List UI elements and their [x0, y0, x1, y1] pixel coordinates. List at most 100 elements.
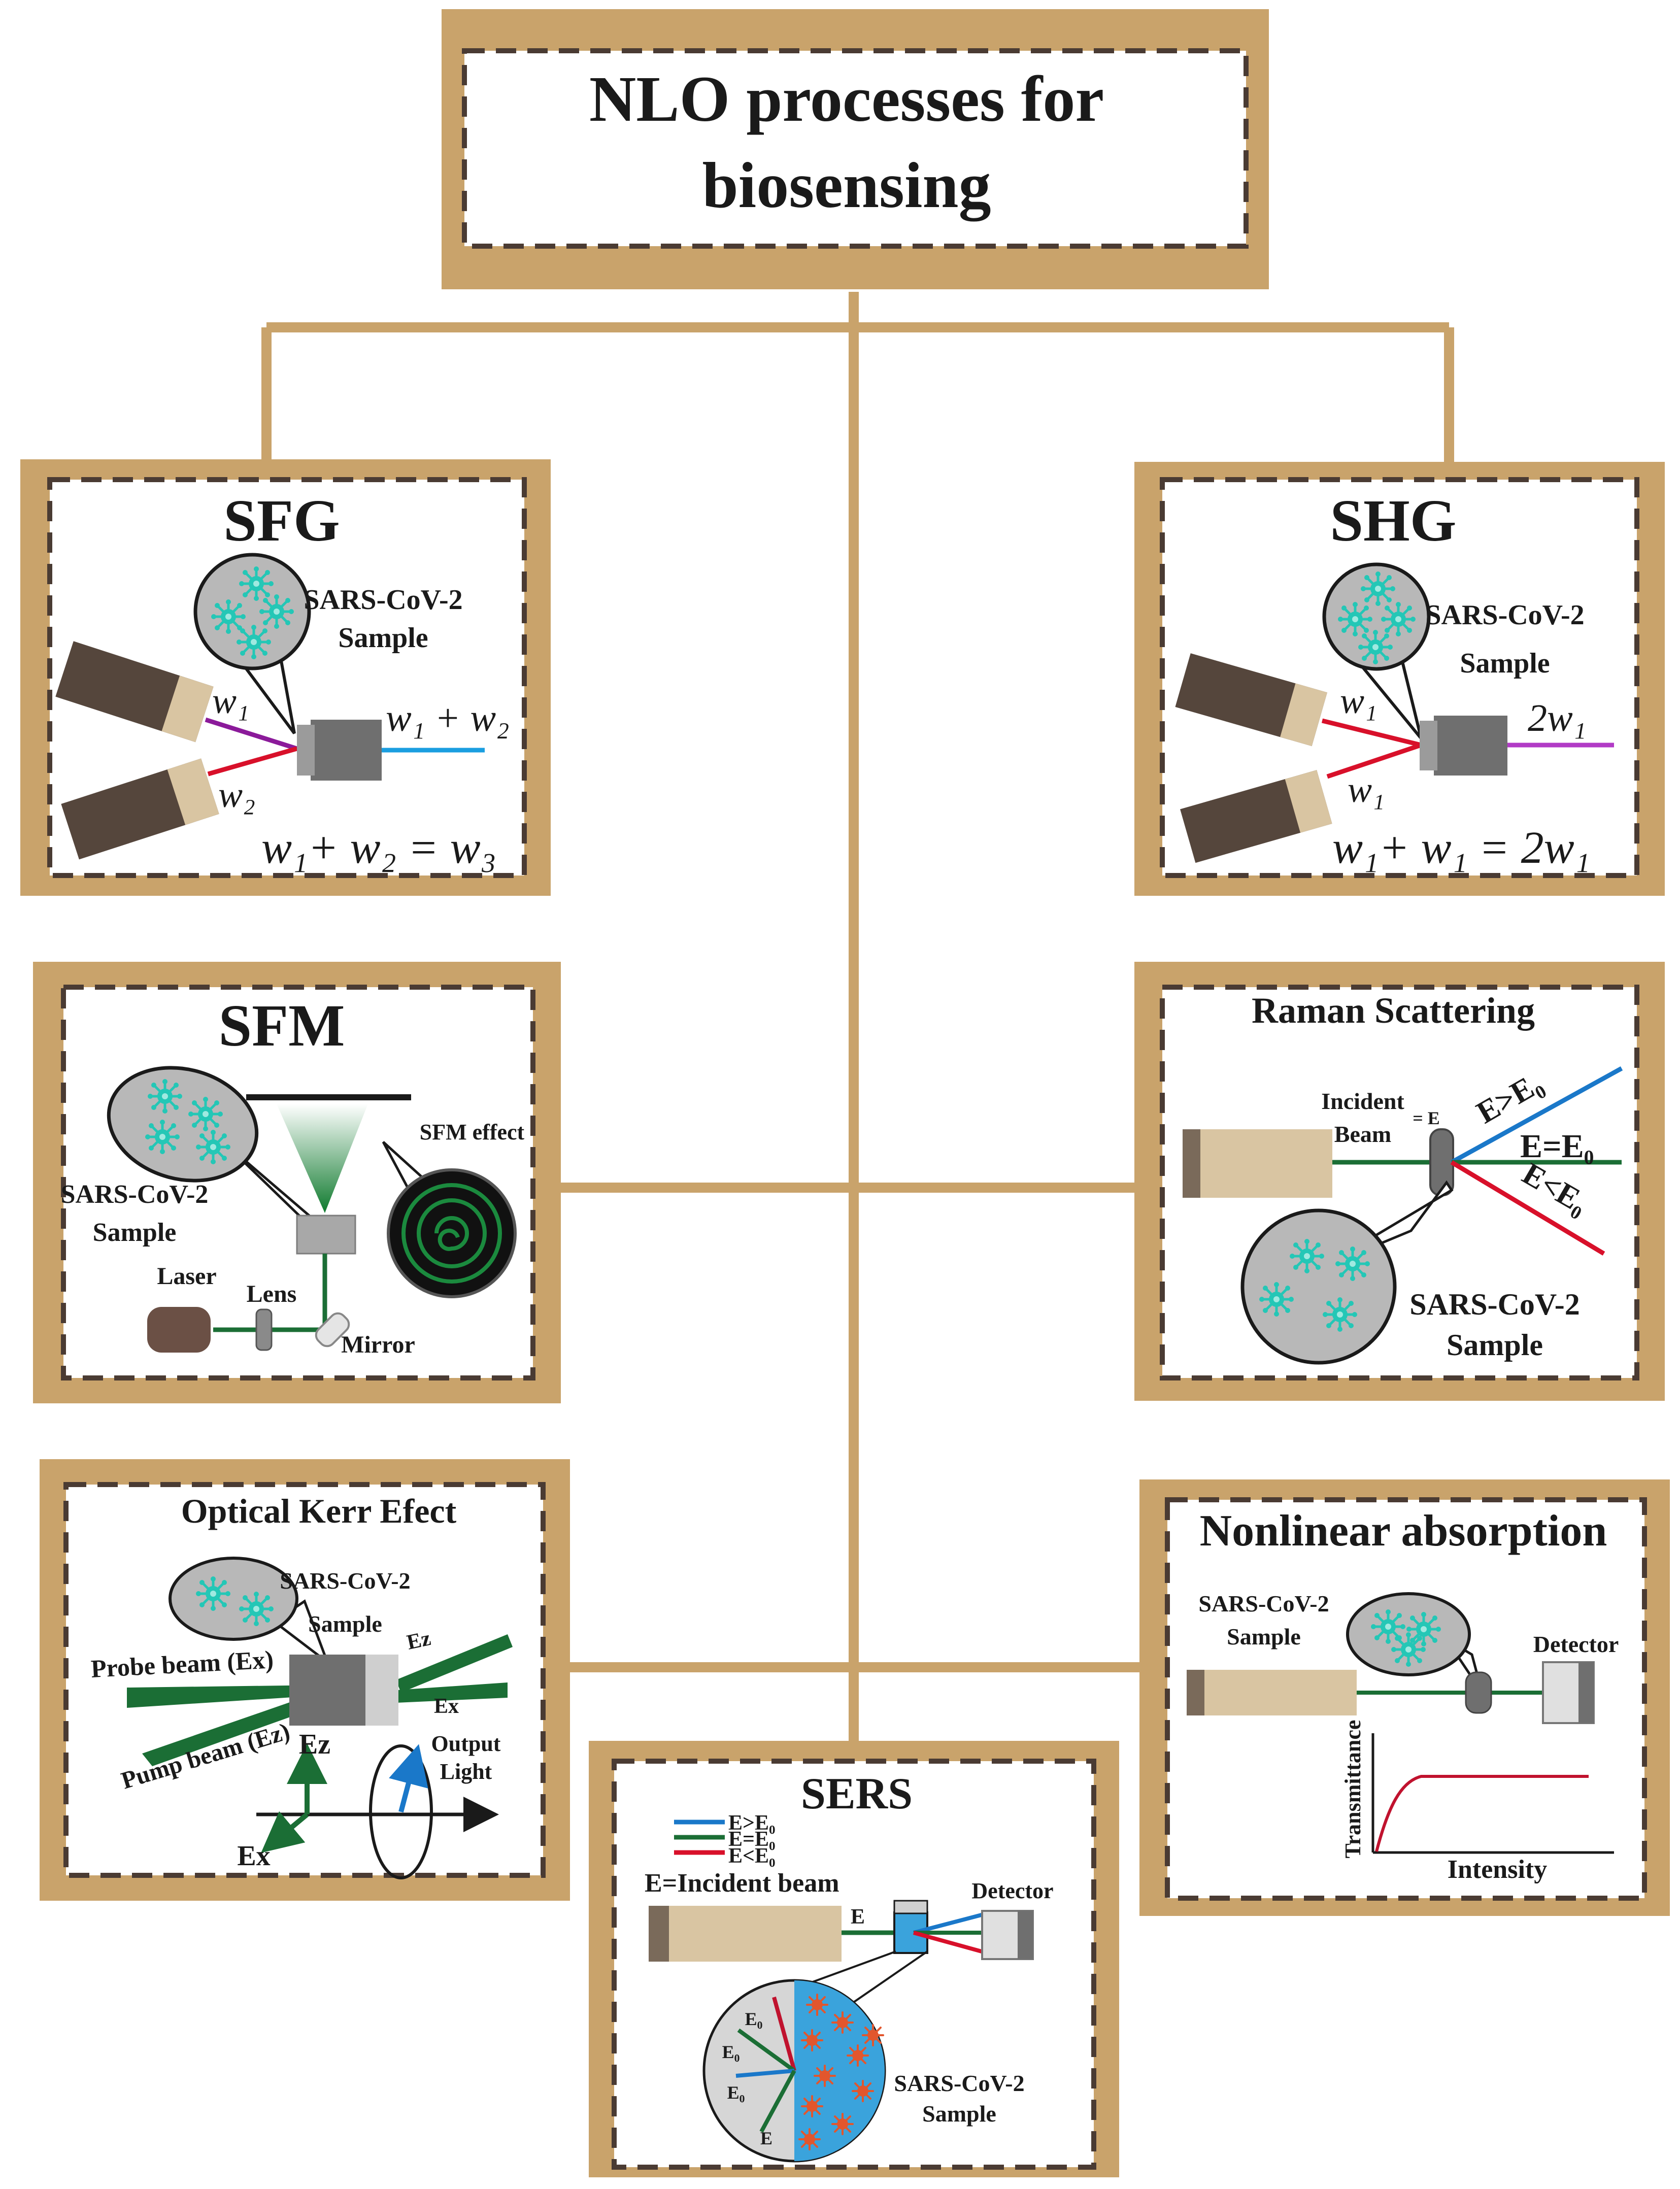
laser-top — [55, 641, 214, 743]
virus-icon — [1259, 1282, 1294, 1317]
sers-e0-1: E₀ — [745, 2009, 763, 2029]
laser-top — [1175, 653, 1327, 747]
nla-sample-line-1: SARS-CoV-2 — [1198, 1591, 1329, 1617]
sers-legend-1: E>E₀ — [728, 1811, 776, 1835]
virus-icon — [148, 1079, 182, 1114]
sers-legend-3: E<E₀ — [728, 1844, 776, 1868]
sample-circle — [1322, 562, 1431, 671]
sfg-w2-label: w₂ — [218, 774, 255, 815]
sfm-heading: SFM — [218, 992, 345, 1059]
nla-detector-label: Detector — [1533, 1631, 1619, 1657]
connector-lines — [261, 292, 1454, 1746]
sfm-spiral — [401, 1183, 502, 1284]
raman-panel: Raman Scattering Incident Beam = E E>E₀ … — [1134, 962, 1665, 1401]
sfm-panel: SFM SFM effect SARS-CoV-2 Sample Laser L… — [33, 962, 561, 1403]
sers-scatter-lines — [735, 1996, 796, 2133]
probe-beam — [127, 1685, 325, 1708]
virus-icon — [211, 599, 246, 634]
sfm-mirror-label: Mirror — [341, 1331, 415, 1358]
sample-circle — [193, 553, 311, 670]
virus-icon — [1406, 1612, 1441, 1646]
virus-icon — [237, 625, 271, 659]
raman-e-label: = E — [1413, 1108, 1440, 1128]
kerr-axis-ez: Ez — [299, 1729, 330, 1760]
virus-icon — [188, 1097, 223, 1131]
raman-heading: Raman Scattering — [1252, 990, 1535, 1031]
virus-icon — [196, 1576, 230, 1611]
sers-beam-blue — [913, 1911, 988, 1935]
laser-source — [147, 1307, 211, 1353]
laser-source — [1187, 1670, 1357, 1715]
detector-block — [311, 720, 382, 781]
shg-w1-top-label: w₁ — [1340, 681, 1377, 721]
virus-icon — [1371, 1609, 1405, 1644]
shg-equation: w₁+ w₁ = 2w₁ — [1332, 823, 1590, 873]
beam-e-greater — [1450, 1066, 1623, 1164]
sers-heading: SERS — [801, 1769, 913, 1818]
kerr-ez-out: Ez — [405, 1627, 433, 1655]
kerr-output-line-2: Light — [440, 1759, 492, 1784]
sfm-effect-disc — [387, 1168, 517, 1298]
laser-bottom — [61, 758, 219, 860]
mirror-icon — [315, 1312, 350, 1348]
nla-sample-cell — [1465, 1671, 1492, 1714]
virus-icon — [196, 1130, 230, 1164]
kerr-cell — [289, 1655, 365, 1726]
sfg-sample-line-2: Sample — [338, 622, 428, 654]
sample-circle — [1240, 1208, 1397, 1365]
transmittance-curve — [1375, 1775, 1589, 1852]
nla-panel: Nonlinear absorption SARS-CoV-2 Sample D… — [1139, 1479, 1670, 1916]
shg-sample-line-1: SARS-CoV-2 — [1425, 599, 1584, 631]
lens-icon — [255, 1308, 273, 1351]
virus-icon — [1358, 630, 1393, 664]
laser-source — [1183, 1129, 1332, 1198]
raman-incident-line-1: Incident — [1321, 1088, 1404, 1114]
pump-beam — [142, 1690, 330, 1766]
kerr-sample-line-2: Sample — [308, 1611, 382, 1637]
virus-icon — [1338, 602, 1372, 636]
ex-axis — [261, 1811, 309, 1853]
sers-sample-line-2: Sample — [922, 2101, 996, 2127]
title-box: NLO processes for biosensing — [442, 9, 1269, 289]
laser-source — [649, 1906, 842, 1962]
kerr-heading: Optical Kerr Efect — [181, 1492, 457, 1530]
sfm-sample-line-1: SARS-CoV-2 — [61, 1180, 209, 1209]
virus-icon — [259, 594, 294, 629]
sers-substrate-half — [794, 1980, 885, 2161]
nla-xlabel: Intensity — [1448, 1855, 1547, 1884]
nla-sample-line-2: Sample — [1227, 1624, 1301, 1649]
beam-w1 — [205, 717, 298, 751]
sfm-sample-line-2: Sample — [93, 1218, 177, 1247]
kerr-sample-line-1: SARS-CoV-2 — [280, 1568, 410, 1594]
virus-icon — [1335, 1247, 1370, 1281]
sfg-output-label: w₁ + w₂ — [386, 697, 510, 739]
detector-block — [1434, 716, 1507, 776]
virus-icon — [1381, 602, 1416, 636]
raman-sample-line-1: SARS-CoV-2 — [1409, 1288, 1580, 1321]
sfg-sample-line-1: SARS-CoV-2 — [304, 584, 462, 616]
sers-e-label: E — [851, 1905, 865, 1929]
sers-e0-2: E₀ — [722, 2042, 740, 2062]
virus-icon — [239, 1592, 274, 1626]
raman-e-equal: E=E₀ — [1520, 1128, 1594, 1165]
raman-sample-line-2: Sample — [1447, 1328, 1543, 1362]
beam-w1-bottom — [1326, 743, 1422, 779]
raman-incident-line-2: Beam — [1334, 1121, 1391, 1147]
shg-output-label: 2w₁ — [1528, 697, 1586, 739]
sfg-panel: SFG SARS-CoV-2 Sample w₁ w₂ w₁ + w₂ w₁+ … — [20, 459, 551, 896]
nla-ylabel: Transmittance — [1340, 1720, 1365, 1859]
laser-path — [213, 1254, 327, 1332]
sers-legend-2: E=E₀ — [728, 1828, 776, 1851]
sers-detector-label: Detector — [971, 1878, 1053, 1903]
output-polarization-arrow — [389, 1744, 428, 1813]
sample-ellipse — [169, 1557, 298, 1641]
shg-panel: SHG SARS-CoV-2 Sample w₁ w₁ 2w₁ w₁+ w₁ =… — [1134, 462, 1665, 896]
sers-sample-line-1: SARS-CoV-2 — [894, 2070, 1024, 2096]
title-line-1: NLO processes for — [589, 63, 1104, 135]
sfg-equation: w₁+ w₂ = w₃ — [261, 823, 496, 873]
shg-w1-bottom-label: w₁ — [1348, 769, 1385, 810]
sfm-laser-label: Laser — [157, 1263, 216, 1290]
virus-icon — [1323, 1297, 1357, 1332]
laser-bottom — [1180, 770, 1332, 863]
